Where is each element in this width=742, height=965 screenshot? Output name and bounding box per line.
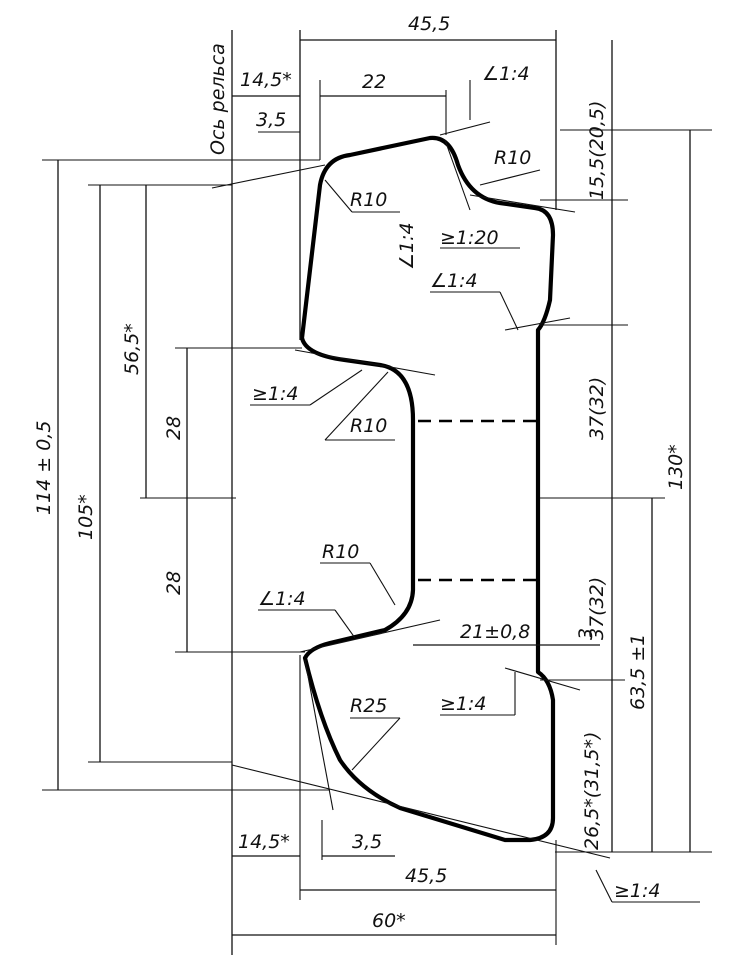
slope-head-lower-leader — [499, 291, 519, 331]
dim-37-top-label: 37(32) — [586, 377, 608, 440]
slope-1-20-label: ≥1:20 — [440, 227, 499, 249]
slope-head-lower-line — [504, 317, 571, 331]
overall-width-label: 60* — [372, 910, 406, 932]
dim-21-label: 21±0,8 — [460, 621, 530, 643]
slope-head-top-line — [439, 121, 491, 136]
dim-56-5-label: 56,5* — [121, 323, 143, 375]
slope-foot-inner-line — [504, 667, 581, 691]
foot-tangent-left — [304, 659, 334, 811]
dim-3-5-top-label: 3,5 — [256, 109, 286, 131]
slope-neck-top-leader — [309, 369, 363, 406]
dim-105-label: 105* — [75, 494, 97, 540]
slope-neck-bottom-label: ∠1:4 — [258, 588, 306, 610]
dim-14-5-top-label: 14,5* — [240, 69, 292, 91]
axis-label: Ось рельса — [207, 43, 229, 155]
slope-foot-outer-leader — [595, 869, 613, 903]
r10-neck-bottom-leader — [369, 562, 396, 606]
slope-head-lower-label: ∠1:4 — [430, 270, 478, 292]
r10-head-left-leader — [324, 179, 353, 213]
dim-14-5-bottom-label: 14,5* — [238, 831, 290, 853]
r25-leader — [351, 717, 401, 771]
r10-neck-bottom-label: R10 — [322, 541, 359, 563]
foot-base-line — [231, 764, 611, 859]
dim-37-bottom-label: 37(32) — [586, 577, 608, 640]
slope-1-20-line — [469, 194, 576, 213]
slope-head-top-label: ∠1:4 — [482, 63, 530, 85]
dim-28-bottom-label: 28 — [163, 571, 185, 595]
dim-15-5-label: 15,5(20,5) — [586, 101, 608, 200]
r10-head-right-label: R10 — [494, 147, 531, 169]
dim-130-label: 130* — [665, 444, 687, 490]
dim-114-label: 114 ± 0,5 — [33, 421, 55, 515]
dim-22-label: 22 — [362, 71, 386, 93]
slope-foot-outer-label: ≥1:4 — [614, 880, 661, 902]
slope-foot-inner-label: ≥1:4 — [440, 693, 487, 715]
r10-neck-top-leader — [324, 371, 389, 441]
bottom-width-label: 45,5 — [405, 865, 447, 887]
r25-label: R25 — [350, 695, 387, 717]
slope-head-inner-label: ∠1:4 — [396, 222, 418, 270]
rail-profile-outline — [299, 135, 556, 843]
dim-26-5-label: 26,5*(31,5*) — [581, 732, 603, 850]
head-tangent-line — [211, 164, 326, 189]
slope-neck-top-label: ≥1:4 — [252, 383, 299, 405]
slope-neck-top-line — [294, 349, 436, 376]
dim-63-5-label: 63,5 ±1 — [627, 634, 649, 710]
r10-head-right-leader — [479, 169, 541, 186]
dim-3-5-bottom-label: 3,5 — [352, 831, 382, 853]
dim-3-label: 3 — [575, 628, 597, 640]
slope-head-inner-line — [444, 139, 471, 211]
r10-head-left-label: R10 — [350, 189, 387, 211]
slope-neck-bottom-line — [299, 619, 441, 653]
dim-28-top-label: 28 — [163, 416, 185, 440]
slope-neck-bottom-leader — [334, 609, 356, 639]
r10-neck-top-label: R10 — [350, 415, 387, 437]
top-width-label: 45,5 — [408, 13, 450, 35]
